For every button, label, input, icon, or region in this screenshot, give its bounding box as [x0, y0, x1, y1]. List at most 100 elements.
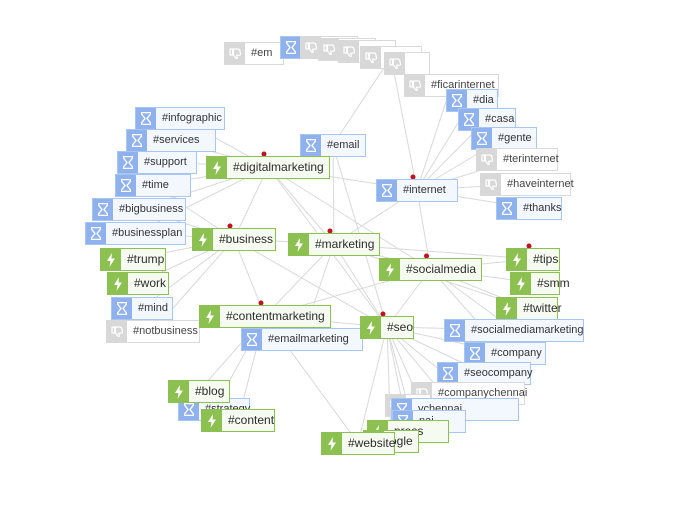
hashtag-node-infographic[interactable]: #infographic	[135, 107, 225, 130]
edge-digitalmarketing-business	[233, 166, 269, 240]
hashtag-label: #tips	[533, 252, 559, 266]
lightning-bolt-icon	[202, 410, 222, 431]
hashtag-node-support[interactable]: #support	[117, 151, 197, 174]
hashtag-node-twitter[interactable]: #twitter	[496, 297, 562, 320]
lightning-bolt-icon	[361, 317, 381, 338]
thumbs-down-icon	[339, 41, 359, 62]
hashtag-node-terinternet[interactable]: #terinternet	[476, 148, 559, 171]
lightning-bolt-icon	[101, 249, 121, 270]
hourglass-icon	[116, 175, 136, 196]
hashtag-label: #company	[491, 347, 542, 359]
edge-marketing-email	[332, 144, 335, 245]
hashtag-node-casa[interactable]: #casa	[458, 108, 516, 131]
edge-marketing-seo	[333, 243, 388, 328]
hashtag-node-mind[interactable]: #mind	[111, 297, 173, 320]
hashtag-node-email[interactable]: #email	[300, 134, 366, 157]
edge-ficarinternet-internet	[416, 84, 452, 191]
thumbs-down-icon	[385, 53, 405, 74]
hashtag-node-blog[interactable]: #blog	[168, 380, 230, 403]
hashtag-node-thanks[interactable]: #thanks	[496, 197, 562, 220]
lightning-bolt-icon	[289, 234, 309, 255]
hashtag-label: #twitter	[523, 301, 562, 315]
hourglass-icon	[118, 152, 138, 173]
hashtag-label: #mind	[138, 302, 168, 314]
thumbs-down-icon	[107, 321, 127, 342]
hashtag-node-haveinternet[interactable]: #haveinternet	[480, 173, 574, 196]
hourglass-icon	[465, 343, 485, 364]
hashtag-node-notbusiness[interactable]: #notbusiness	[106, 320, 200, 343]
hashtag-node-emailmarketing[interactable]: #emailmarketing	[241, 328, 363, 351]
hashtag-node-internet[interactable]: #internet	[376, 179, 458, 202]
hashtag-node-seocompany[interactable]: #seocompany	[437, 362, 533, 385]
hashtag-node-content[interactable]: #content	[201, 409, 275, 432]
hourglass-icon	[447, 90, 467, 111]
hashtag-node-businessplan[interactable]: #businessplan	[85, 222, 186, 245]
edge-internet-p	[390, 56, 418, 191]
hashtag-node-marketing[interactable]: #marketing	[288, 233, 380, 256]
hashtag-label: #ficarinternet	[431, 79, 495, 91]
hashtag-node-socialmedia[interactable]: #socialmedia	[379, 258, 482, 281]
hashtag-label: #blog	[195, 384, 225, 398]
hashtag-node-contentmarketing[interactable]: #contentmarketing	[199, 305, 331, 328]
hashtag-node-dia[interactable]: #dia	[446, 89, 498, 112]
lightning-bolt-icon	[380, 259, 400, 280]
hourglass-icon	[112, 298, 132, 319]
hashtag-node-digitalmarketing[interactable]: #digitalmarketing	[206, 156, 330, 179]
hashtag-label: #trump	[127, 252, 165, 266]
thumbs-down-icon	[481, 174, 501, 195]
hourglass-icon	[179, 399, 199, 420]
hashtag-node-bigbusiness[interactable]: #bigbusiness	[92, 198, 186, 221]
thumbs-down-icon	[225, 43, 245, 64]
thumbs-down-icon	[405, 75, 425, 96]
hashtag-label: #businessplan	[112, 227, 183, 239]
lightning-bolt-icon	[193, 229, 213, 250]
hashtag-node-company[interactable]: #company	[464, 342, 546, 365]
hashtag-node-website[interactable]: #website	[321, 432, 395, 455]
lightning-bolt-icon	[507, 249, 527, 270]
hourglass-icon	[301, 135, 321, 156]
hashtag-label: #terinternet	[503, 153, 559, 165]
hashtag-label: #thanks	[523, 202, 562, 214]
hashtag-label: #dia	[473, 94, 494, 106]
hashtag-label: #seocompany	[464, 367, 533, 379]
hashtag-node-smm[interactable]: #smm	[510, 272, 570, 295]
hashtag-label: #email	[327, 139, 360, 151]
hashtag-label	[405, 53, 417, 74]
hashtag-label: #internet	[403, 184, 446, 196]
edge-seo-website	[357, 326, 388, 444]
hashtag-node-tips[interactable]: #tips	[506, 248, 560, 271]
edge-email-p	[332, 56, 392, 146]
hashtag-node-trump[interactable]: #trump	[100, 248, 166, 271]
hourglass-icon	[438, 363, 458, 384]
hashtag-node-n_e[interactable]	[384, 52, 430, 75]
lightning-bolt-icon	[207, 157, 227, 178]
thumbs-down-icon	[301, 37, 321, 58]
hashtag-node-socialmediamarketing[interactable]: #socialmediamarketing	[444, 319, 584, 342]
hashtag-label: #socialmedia	[406, 262, 477, 276]
hashtag-label: #work	[134, 276, 167, 290]
hashtag-node-em[interactable]: #em	[224, 42, 284, 65]
hashtag-label: #socialmediamarketing	[471, 324, 584, 336]
hashtag-label: #bigbusiness	[119, 203, 184, 215]
hub-dot-business	[227, 223, 233, 229]
hourglass-icon	[377, 180, 397, 201]
hashtag-node-services[interactable]: #services	[126, 129, 216, 152]
hashtag-node-gente[interactable]: #gente	[471, 127, 537, 150]
hub-dot-marketing	[327, 228, 333, 234]
hashtag-label: #gente	[498, 132, 532, 144]
thumbs-down-icon	[477, 149, 497, 170]
hashtag-label: #contentmarketing	[226, 309, 325, 323]
hashtag-node-ficarinternet[interactable]: #ficarinternet	[404, 74, 499, 97]
hashtag-node-work[interactable]: #work	[107, 272, 169, 295]
hashtag-label: #digitalmarketing	[233, 160, 324, 174]
hub-dot-internet	[410, 174, 416, 180]
edge-marketing-contentmarketing	[264, 243, 335, 317]
hashtag-node-seo[interactable]: #seo	[360, 316, 414, 339]
hashtag-node-business[interactable]: #business	[192, 228, 276, 251]
lightning-bolt-icon	[511, 273, 531, 294]
hashtag-node-time[interactable]: #time	[115, 174, 191, 197]
hashtag-label: #companychennai	[438, 387, 528, 399]
hashtag-label: #website	[348, 436, 396, 450]
hashtag-label: #content	[228, 413, 275, 427]
